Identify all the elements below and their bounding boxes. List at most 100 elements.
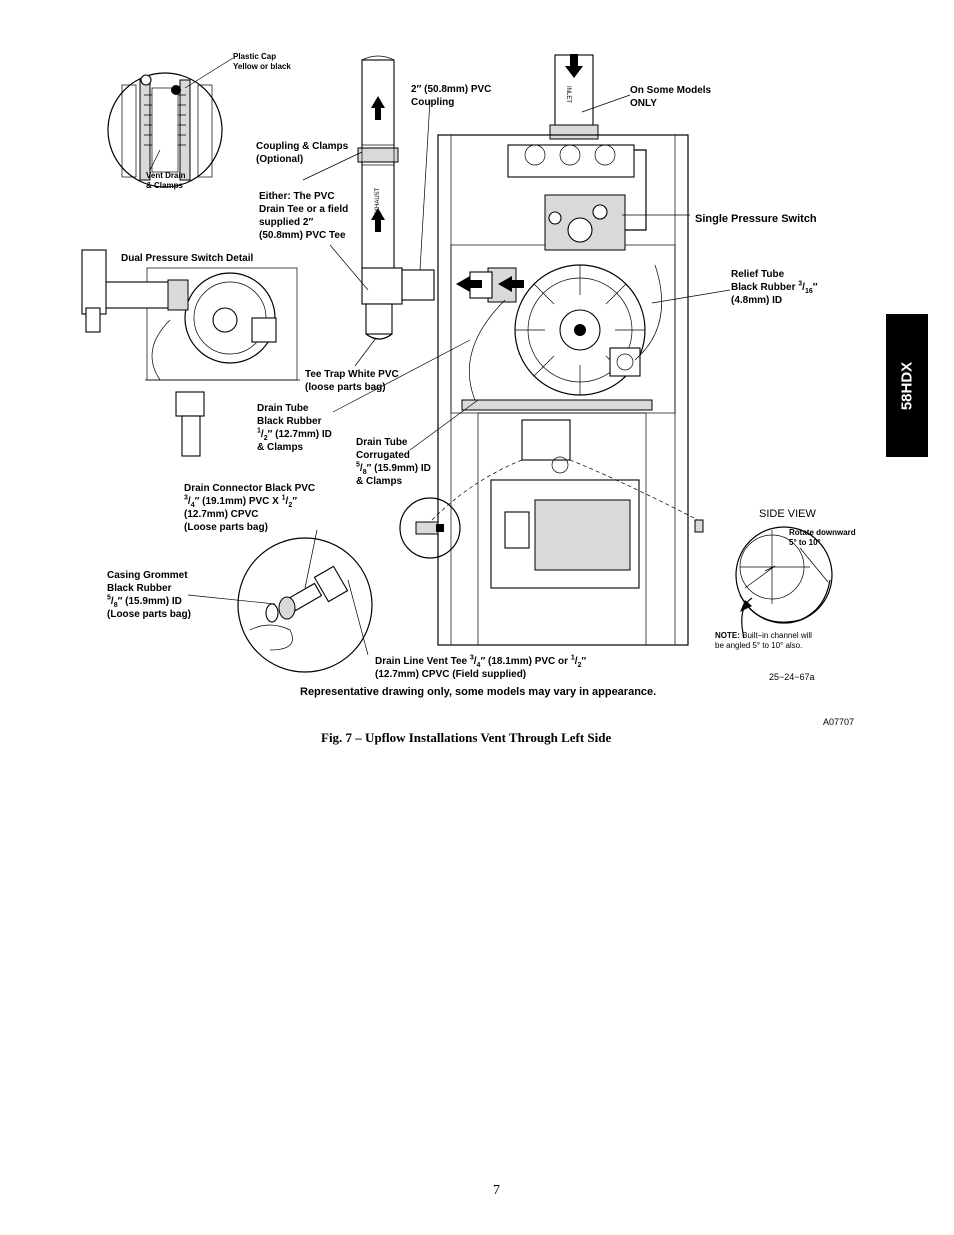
- drain-line-pre: Drain Line Vent Tee: [375, 656, 470, 667]
- drain-tube-black-line-1: Drain Tube: [257, 403, 309, 414]
- casing-grommet-den: 8: [113, 602, 118, 609]
- drain-tube-black-num: 1: [257, 427, 261, 435]
- leader-lines: [187, 339, 479, 656]
- drain-line-num1: 3: [469, 654, 474, 662]
- plastic-cap-line-2: Yellow or black: [233, 62, 291, 71]
- drain-line-line-2: (12.7mm) CPVC (Field supplied): [375, 669, 527, 680]
- relief-tube-den: 16: [804, 288, 813, 295]
- tee-trap-line-1: Tee Trap White PVC: [305, 369, 399, 380]
- exhaust-pipe: [302, 55, 435, 367]
- casing-grommet-line-3: 5/8″ (15.9mm) ID: [107, 594, 182, 609]
- casing-grommet-num: 5: [107, 594, 111, 602]
- pvc-coupling-line-2: Coupling: [411, 97, 455, 108]
- drain-line-mid: ″ (18.1mm) PVC or: [480, 656, 571, 667]
- drain-connector-label: Drain Connector Black PVC 3/4″ (19.1mm) …: [184, 482, 315, 534]
- model-side-tab: 58HDX: [886, 314, 928, 457]
- coupling-clamps-line-2: (Optional): [256, 154, 304, 165]
- vent-drain-detail: [107, 57, 234, 188]
- drain-tube-corr-den: 8: [362, 469, 367, 476]
- drain-line-den1: 4: [476, 662, 481, 669]
- drain-connector-den2: 2: [288, 502, 293, 509]
- relief-tube-num: 3: [798, 280, 803, 288]
- single-pressure-switch-label: Single Pressure Switch: [695, 213, 817, 225]
- side-view-detail: [735, 526, 833, 639]
- figure-id: A07707: [823, 717, 855, 727]
- drain-connector-end: ″: [292, 496, 298, 507]
- tee-trap-label: Tee Trap White PVC (loose parts bag): [305, 368, 399, 394]
- drain-tube-black-den: 2: [263, 435, 268, 442]
- relief-tube-pre: Black Rubber: [731, 282, 799, 293]
- drain-line-den2: 2: [577, 662, 582, 669]
- casing-grommet-line-2: Black Rubber: [107, 583, 172, 594]
- drain-tube-corr-line-4: & Clamps: [356, 476, 403, 487]
- reference-code: 25−24−67a: [769, 672, 815, 682]
- drain-connector-line-2: 3/4″ (19.1mm) PVC X 1/2″: [184, 494, 298, 509]
- casing-grommet-post: ″ (15.9mm) ID: [117, 596, 182, 607]
- relief-tube-line-1: Relief Tube: [731, 269, 785, 280]
- drain-tube-corr-line-3: 5/8″ (15.9mm) ID: [356, 461, 431, 476]
- representative-note: Representative drawing only, some models…: [300, 686, 657, 698]
- dual-pressure-switch-detail: [81, 249, 300, 457]
- drain-connector-num1: 3: [184, 494, 188, 502]
- drain-line-line-1: Drain Line Vent Tee 3/4″ (18.1mm) PVC or…: [375, 654, 587, 669]
- vent-drain-line-2: & Clamps: [146, 181, 183, 190]
- drain-tube-black-line-4: & Clamps: [257, 442, 304, 453]
- drain-connector-den1: 4: [190, 502, 195, 509]
- note-line-2: be angled 5° to 10° also.: [715, 641, 803, 650]
- either-tee-line-4: (50.8mm) PVC Tee: [259, 230, 346, 241]
- drain-tube-corr-post: ″ (15.9mm) ID: [366, 463, 431, 474]
- relief-tube-line-3: (4.8mm) ID: [731, 295, 783, 306]
- vent-tee-detail: [399, 497, 704, 559]
- either-tee-line-2: Drain Tee or a field: [259, 204, 349, 215]
- drain-tube-black-line-2: Black Rubber: [257, 416, 322, 427]
- drain-connector-mid: ″ (19.1mm) PVC X: [194, 496, 282, 507]
- note-label: NOTE: Built–in channel will be angled 5°…: [715, 631, 812, 651]
- drain-tube-black-label: Drain Tube Black Rubber 1/2″ (12.7mm) ID…: [257, 402, 332, 454]
- drain-tube-black-post: ″ (12.7mm) ID: [267, 429, 332, 440]
- casing-grommet-label: Casing Grommet Black Rubber 5/8″ (15.9mm…: [107, 569, 191, 621]
- tee-trap-line-2: (loose parts bag): [305, 382, 386, 393]
- either-tee-label: Either: The PVC Drain Tee or a field sup…: [259, 190, 348, 242]
- vent-drain-label: Vent Drain & Clamps: [146, 171, 186, 191]
- figure-caption: Fig. 7 – Upflow Installations Vent Throu…: [321, 730, 612, 745]
- relief-tube-label: Relief Tube Black Rubber 3/16″ (4.8mm) I…: [731, 268, 818, 307]
- drain-tube-corr-num: 5: [356, 461, 360, 469]
- note-line-1: NOTE: Built–in channel will: [715, 631, 812, 641]
- on-some-models-label: On Some Models ONLY: [630, 84, 711, 110]
- casing-grommet-line-1: Casing Grommet: [107, 570, 188, 581]
- pvc-coupling-label: 2″ (50.8mm) PVC Coupling: [411, 83, 491, 109]
- coupling-clamps-label: Coupling & Clamps (Optional): [256, 140, 348, 166]
- either-tee-line-3: supplied 2″: [259, 217, 314, 228]
- drain-line-end: ″: [581, 656, 587, 667]
- drain-tube-corr-line-1: Drain Tube: [356, 437, 408, 448]
- drain-connector-line-4: (Loose parts bag): [184, 522, 268, 533]
- drain-connector-detail: [237, 537, 373, 673]
- furnace-casing: [437, 134, 690, 646]
- drain-connector-line-1: Drain Connector Black PVC: [184, 483, 316, 494]
- rotate-downward-line-2: 5° to 10°: [789, 538, 821, 547]
- drain-tube-corr-line-2: Corrugated: [356, 450, 410, 461]
- drain-tube-black-line-3: 1/2″ (12.7mm) ID: [257, 427, 332, 442]
- plastic-cap-label: Plastic Cap Yellow or black: [233, 52, 291, 72]
- note-bold: NOTE:: [715, 631, 740, 640]
- drain-line-num2: 1: [570, 654, 575, 662]
- page-number: 7: [493, 1183, 500, 1198]
- drain-connector-num2: 1: [281, 494, 286, 502]
- rotate-downward-line-1: Rotate downward: [789, 528, 856, 537]
- plastic-cap-line-1: Plastic Cap: [233, 52, 277, 61]
- inducer-blower: [456, 264, 731, 411]
- pvc-coupling-line-1: 2″ (50.8mm) PVC: [411, 84, 492, 95]
- control-board: [431, 419, 699, 589]
- rotate-downward-label: Rotate downward 5° to 10°: [789, 528, 856, 548]
- drain-connector-line-3: (12.7mm) CPVC: [184, 509, 259, 520]
- coupling-clamps-line-1: Coupling & Clamps: [256, 141, 349, 152]
- on-some-models-line-1: On Some Models: [630, 85, 712, 96]
- drain-line-vent-tee-label: Drain Line Vent Tee 3/4″ (18.1mm) PVC or…: [375, 655, 586, 681]
- on-some-models-line-2: ONLY: [630, 98, 657, 109]
- dual-pressure-switch-label: Dual Pressure Switch Detail: [121, 253, 254, 264]
- relief-tube-post: ″: [812, 282, 818, 293]
- relief-tube-line-2: Black Rubber 3/16″: [731, 280, 818, 295]
- drain-tube-corrugated-label: Drain Tube Corrugated 5/8″ (15.9mm) ID &…: [356, 436, 431, 488]
- casing-grommet-line-4: (Loose parts bag): [107, 609, 191, 620]
